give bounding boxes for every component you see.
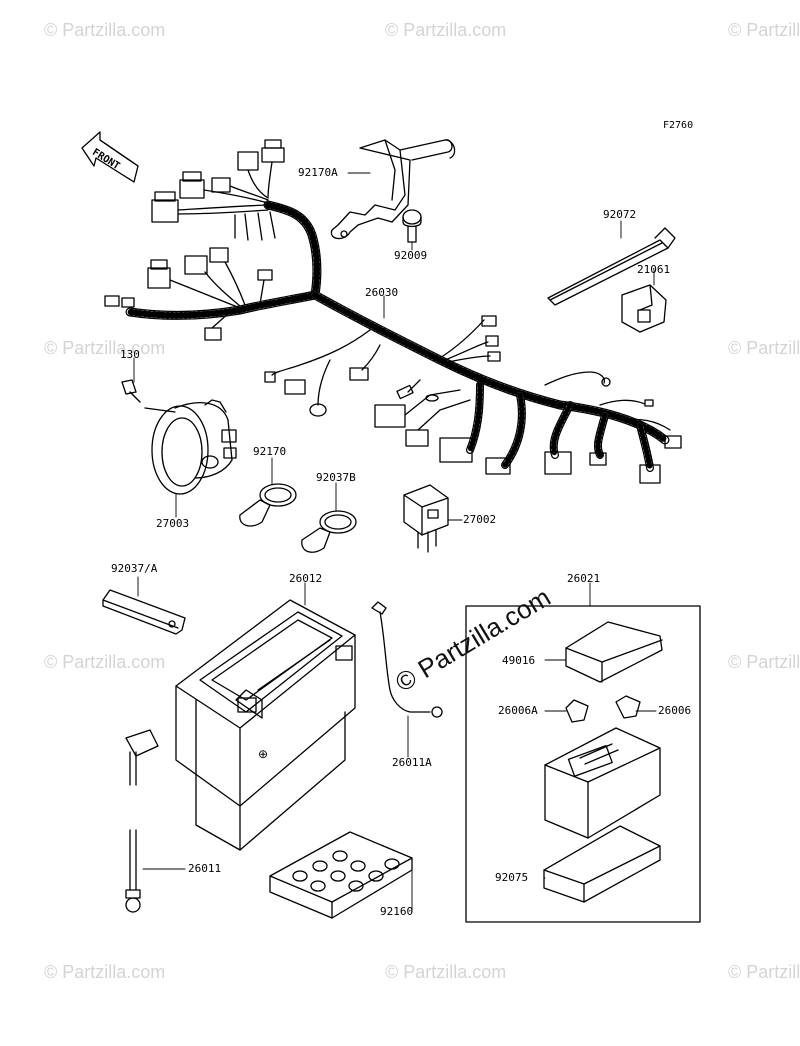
watermark: © Partzilla.com [44, 20, 166, 40]
fuse-cover-49016 [565, 621, 663, 683]
bolt-130 [121, 379, 141, 403]
cable-26011 [125, 729, 159, 913]
part-label-92037A: 92037/A [111, 562, 158, 575]
part-label-130: 130 [120, 348, 140, 361]
fuse-kit-box [465, 605, 701, 923]
fuse-box-92075 [543, 825, 661, 903]
bracket-92170A [330, 139, 456, 240]
battery-26012: ⊕ [175, 599, 356, 851]
part-label-26006A: 26006A [498, 704, 538, 717]
figure-code: F2760 [663, 120, 694, 131]
part-label-26030: 26030 [365, 286, 399, 299]
relay-27002 [403, 484, 449, 553]
part-label-26021: 26021 [567, 572, 601, 585]
part-label-26011: 26011 [188, 862, 222, 875]
watermark: © Partzilla.com [385, 962, 507, 982]
clamp-92037B [301, 510, 357, 553]
part-label-26011A: 26011A [392, 756, 432, 769]
leader-lines [133, 172, 657, 913]
part-label-92037B: 92037B [316, 471, 356, 484]
bolt-92009 [402, 209, 422, 243]
part-label-92160: 92160 [380, 905, 414, 918]
watermark: © Partzilla.com [44, 962, 166, 982]
watermark: © Partzilla.com [728, 338, 800, 358]
cable-tie-92072 [547, 227, 676, 306]
svg-text:⊕: ⊕ [258, 747, 268, 761]
watermark: © Partzilla.com [44, 338, 166, 358]
part-label-92072: 92072 [603, 208, 637, 221]
fuse-block [544, 727, 661, 839]
strap-92037A [102, 589, 186, 635]
wiring-harness [104, 139, 682, 484]
watermark: © Partzilla.com [728, 20, 800, 40]
part-label-92170A: 92170A [298, 166, 338, 179]
watermark: © Partzilla.com [385, 20, 507, 40]
horn-27003 [144, 399, 237, 495]
fuse-26006A [565, 699, 589, 723]
watermark: © Partzilla.com [728, 652, 800, 672]
part-label-49016: 49016 [502, 654, 536, 667]
part-21061 [621, 284, 667, 333]
fuse-26006 [615, 695, 641, 719]
front-arrow-icon [81, 131, 139, 183]
watermark: © Partzilla.com [44, 652, 166, 672]
watermark: © Partzilla.com [728, 962, 800, 982]
clamp-92170 [239, 483, 297, 527]
part-label-27002: 27002 [463, 513, 497, 526]
part-label-92170: 92170 [253, 445, 287, 458]
part-label-26012: 26012 [289, 572, 323, 585]
cable-26011A [371, 601, 443, 718]
part-label-21061: 21061 [637, 263, 671, 276]
part-label-92075: 92075 [495, 871, 529, 884]
part-label-27003: 27003 [156, 517, 190, 530]
part-label-92009: 92009 [394, 249, 428, 262]
part-label-26006: 26006 [658, 704, 692, 717]
